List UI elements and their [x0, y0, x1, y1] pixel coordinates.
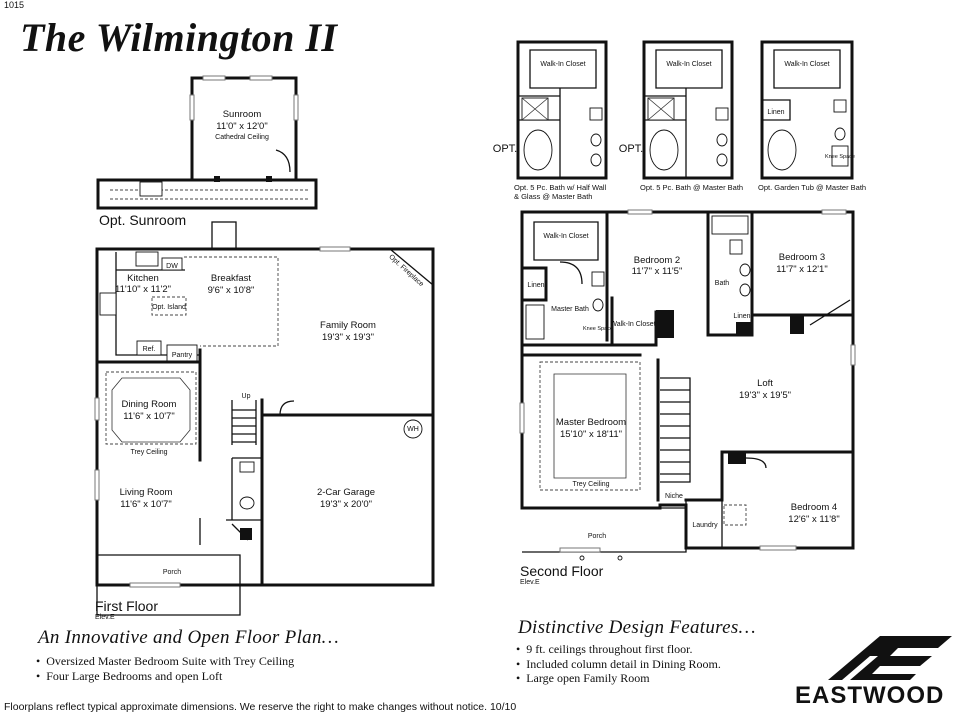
bedroom4-dims: 12'6" x 11'8" [788, 514, 839, 525]
ref-label: Ref. [143, 346, 156, 353]
second-porch-label: Porch [588, 533, 606, 540]
dining-room-name: Dining Room [122, 399, 177, 410]
features-left-heading: An Innovative and Open Floor Plan… [38, 627, 339, 648]
bath-option-2 [642, 40, 734, 180]
master-bedroom-name: Master Bedroom [556, 417, 626, 428]
feature-item: Four Large Bedrooms and open Loft [36, 669, 294, 684]
page-code: 1015 [4, 0, 25, 10]
kitchen-name: Kitchen [127, 273, 159, 284]
bath-option-2-caption: Opt. 5 Pc. Bath @ Master Bath [640, 183, 744, 192]
first-floor-walls [94, 221, 435, 616]
bath-options: Walk-In Closet Walk-In Closet Walk-In Cl… [493, 40, 855, 180]
second-floor-plan: Walk-In Closet Linen Master Bath Knee Sp… [519, 209, 856, 561]
feature-item: Large open Family Room [516, 671, 721, 686]
master-bedroom-dims: 15'10" x 18'11" [560, 429, 622, 440]
dining-room-dims: 11'6" x 10'7" [123, 411, 174, 422]
bath-label: Bath [715, 280, 730, 287]
bedroom2-dims: 11'7" x 11'5" [632, 266, 683, 277]
feature-item: 9 ft. ceilings throughout first floor. [516, 642, 721, 657]
bath-option-3-knee: Knee Space [825, 154, 855, 160]
second-floor-walls [519, 209, 856, 561]
bath-option-2-opt: OPT. [619, 143, 643, 155]
first-floor-label: First Floor [95, 598, 158, 614]
opt-island-label: Opt. Island [152, 304, 186, 311]
disclaimer: Floorplans reflect typical approximate d… [4, 701, 517, 713]
living-room-dims: 11'6" x 10'7" [120, 499, 171, 510]
first-porch-label: Porch [163, 569, 181, 576]
sunroom-name: Sunroom [223, 109, 262, 120]
feature-item: Oversized Master Bedroom Suite with Trey… [36, 654, 294, 669]
features-right-heading: Distinctive Design Features… [518, 617, 756, 638]
knee-space-label: Knee Space [583, 326, 613, 332]
laundry-label: Laundry [692, 522, 718, 529]
bath-option-1-opt: OPT. [493, 143, 517, 155]
loft-dims: 19'3" x 19'5" [739, 390, 791, 401]
bath-option-3 [760, 40, 854, 180]
bath-option-1-caption: Opt. 5 Pc. Bath w/ Half Wall & Glass @ M… [514, 183, 607, 201]
kitchen-dims: 11'10" x 11'2" [115, 284, 171, 295]
eastwood-e-logo-icon [828, 636, 952, 680]
bath-option-1-closet: Walk-In Closet [540, 61, 585, 68]
breakfast-dims: 9'6" x 10'8" [208, 285, 255, 296]
stairs-up-label: Up [242, 393, 251, 400]
second-floor-elevation: Elev.E [520, 579, 540, 586]
first-floor-plan: Sunroom 11'0" x 12'0" Cathedral Ceiling [94, 75, 435, 616]
page-title: The Wilmington II [20, 15, 338, 60]
feature-item: Included column detail in Dining Room. [516, 657, 721, 672]
opt-sunroom-label: Opt. Sunroom [99, 212, 187, 228]
garage-name: 2-Car Garage [317, 487, 375, 498]
bath-option-2-closet: Walk-In Closet [666, 61, 711, 68]
bedroom3-dims: 11'7" x 12'1" [776, 264, 827, 275]
bath-option-1 [516, 40, 608, 180]
linen-label: Linen [527, 282, 544, 289]
water-heater-label: WH [407, 426, 419, 433]
second-floor-label: Second Floor [520, 563, 604, 579]
garage-dims: 19'3" x 20'0" [320, 499, 372, 510]
master-bedroom-note: Trey Ceiling [572, 481, 609, 488]
features-right-list: 9 ft. ceilings throughout first floor. I… [516, 642, 721, 686]
master-bath-label: Master Bath [551, 306, 589, 313]
first-floor-elevation: Elev.E [95, 614, 115, 621]
pantry-label: Pantry [172, 352, 193, 359]
dining-room-note: Trey Ceiling [130, 449, 167, 456]
living-room-name: Living Room [120, 487, 173, 498]
master-closet-label: Walk-In Closet [543, 233, 588, 240]
bedroom3-name: Bedroom 3 [779, 252, 825, 263]
family-room-dims: 19'3" x 19'3" [322, 332, 374, 343]
niche-label: Niche [665, 493, 683, 500]
sunroom-note: Cathedral Ceiling [215, 134, 269, 141]
bath-option-3-caption: Opt. Garden Tub @ Master Bath [758, 183, 867, 192]
sunroom-dims: 11'0" x 12'0" [216, 121, 267, 132]
features-left-list: Oversized Master Bedroom Suite with Trey… [36, 654, 294, 683]
family-room-name: Family Room [320, 320, 376, 331]
bedroom2-name: Bedroom 2 [634, 255, 680, 266]
bedroom4-name: Bedroom 4 [791, 502, 837, 513]
bath-option-3-closet: Walk-In Closet [784, 61, 829, 68]
breakfast-name: Breakfast [211, 273, 251, 284]
dw-label: DW [166, 263, 178, 270]
bedroom2-closet-label: Walk-In Closet [610, 321, 655, 328]
bath-option-3-linen: Linen [767, 109, 784, 116]
brand-name: EASTWOOD [795, 682, 945, 709]
linen2-label: Linen [733, 313, 750, 320]
loft-name: Loft [757, 378, 773, 389]
sunroom-option [96, 75, 318, 210]
